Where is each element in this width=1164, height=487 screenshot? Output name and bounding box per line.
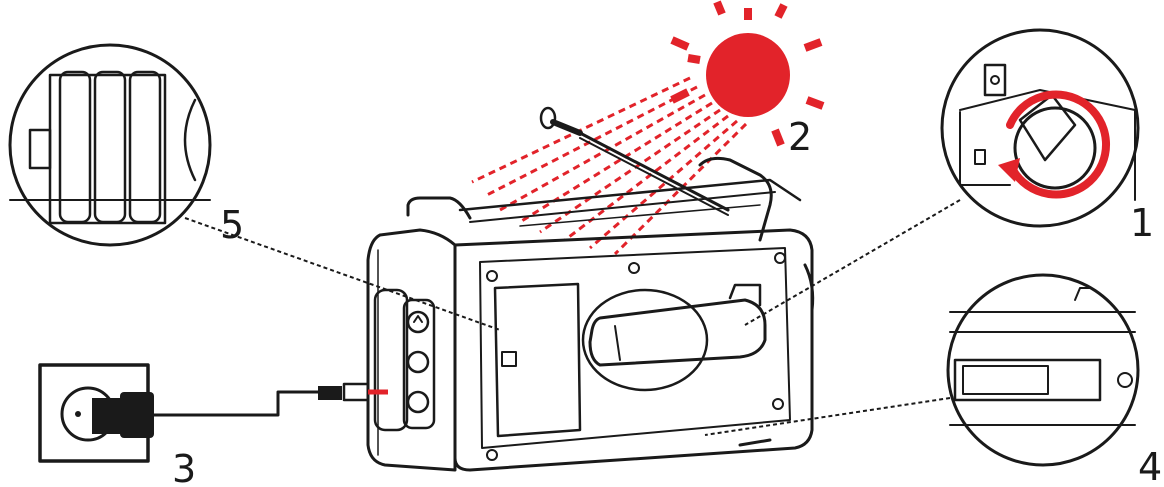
- usb-plug-icon: [92, 384, 388, 438]
- callout-4: 4: [1138, 445, 1162, 487]
- detail-bottom-compartment: [948, 275, 1138, 465]
- callout-1: 1: [1130, 201, 1154, 245]
- radio-body: [368, 158, 813, 470]
- callout-2: 2: [788, 115, 812, 159]
- battery-compartment-icon: [10, 72, 210, 223]
- detail-hand-crank: [942, 30, 1138, 226]
- callout-3: 3: [172, 447, 196, 487]
- hand-crank-icon: [960, 65, 1135, 200]
- detail-battery-compartment: [10, 45, 210, 245]
- callout-5: 5: [220, 203, 244, 247]
